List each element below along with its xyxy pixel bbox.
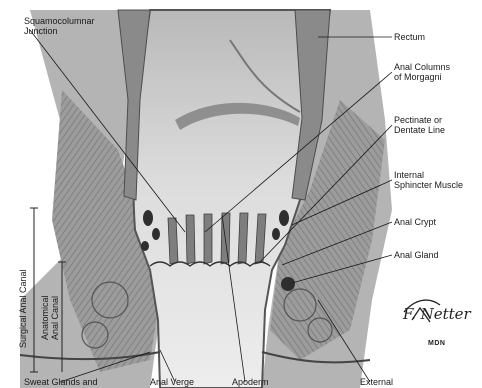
label-surgical-anal-canal: Surgical Anal Canal (18, 269, 28, 348)
artist-signature: F. Netter (403, 305, 471, 323)
label-external: External (360, 377, 393, 387)
label-apoderm: Apoderm (232, 377, 269, 387)
label-anatomical-line1: Anatomical (40, 295, 50, 340)
label-sweat-glands: Sweat Glands and (24, 377, 98, 387)
label-anal-crypt: Anal Crypt (394, 217, 436, 227)
label-anal-columns: Anal Columns of Morgagni (394, 62, 450, 82)
label-pectinate-line: Pectinate or Dentate Line (394, 115, 445, 135)
publisher-mark: MDN (428, 340, 445, 347)
label-anal-gland: Anal Gland (394, 250, 439, 260)
label-anal-verge: Anal Verge (150, 377, 194, 387)
label-squamocolumnar-junction: Squamocolumnar Junction (24, 16, 95, 36)
label-internal-sphincter: Internal Sphincter Muscle (394, 170, 463, 190)
label-rectum: Rectum (394, 32, 425, 42)
label-anatomical-line2: Anal Canal (50, 296, 60, 340)
